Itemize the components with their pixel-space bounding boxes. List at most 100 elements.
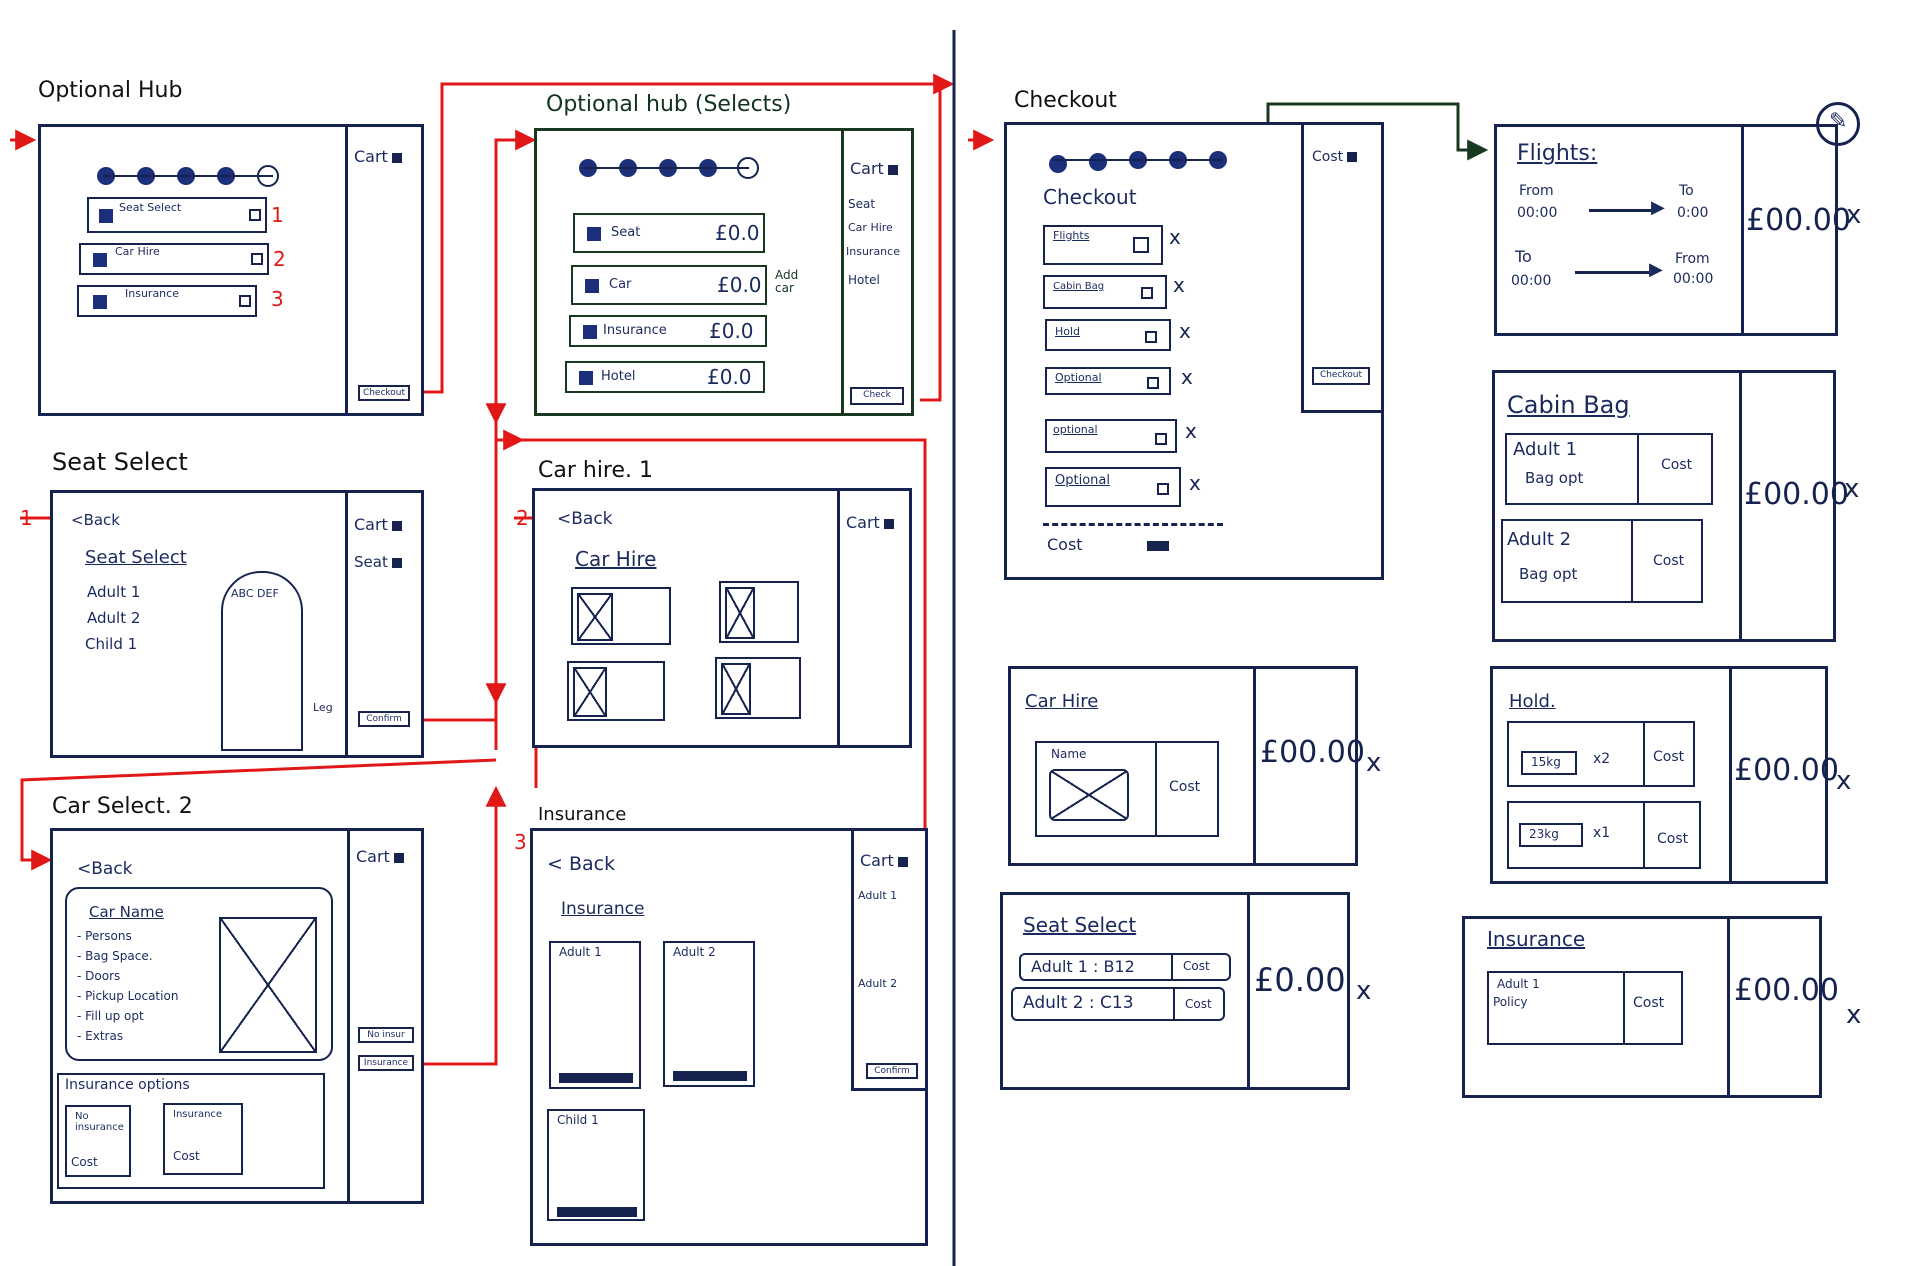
remove-icon[interactable]: x (1185, 419, 1197, 443)
select-bar[interactable] (559, 1073, 633, 1083)
confirm-button[interactable]: Confirm (866, 1063, 918, 1079)
checkout-item[interactable]: Cabin Bag (1043, 275, 1167, 309)
insurance-options-title: Insurance options (65, 1077, 190, 1093)
add-car-link[interactable]: Add car (775, 268, 799, 295)
car-option[interactable] (719, 581, 799, 643)
car-option[interactable] (567, 661, 665, 721)
qty-label: x2 (1593, 751, 1611, 767)
remove-icon[interactable]: x (1844, 474, 1860, 504)
checkout-button[interactable]: Check (850, 387, 904, 405)
checkout-item[interactable]: Optional (1045, 467, 1181, 507)
pax-insurance-card[interactable]: Adult 2 (663, 941, 755, 1087)
car-option[interactable] (715, 657, 801, 719)
checkout-item[interactable]: optional (1045, 419, 1177, 453)
checkout-title: Checkout (1014, 88, 1117, 113)
checkout-item[interactable]: Flights (1043, 225, 1163, 265)
insurance-title: Insurance (538, 804, 627, 825)
checkout-button[interactable]: Checkout (1312, 367, 1370, 385)
car-image (577, 593, 613, 641)
no-insurance-button[interactable]: No insur (358, 1027, 414, 1043)
cabin-row[interactable]: Adult 1 Bag opt Cost (1505, 433, 1713, 505)
back-link[interactable]: <Back (71, 511, 120, 529)
car-option[interactable] (571, 587, 671, 645)
cabin-row[interactable]: Adult 2 Bag opt Cost (1501, 519, 1703, 603)
seat-row[interactable]: Adult 2 : C13 Cost (1011, 987, 1225, 1021)
item-label: Seat (611, 225, 641, 240)
remove-icon[interactable]: x (1179, 319, 1191, 343)
remove-icon[interactable]: x (1189, 471, 1201, 495)
back-link[interactable]: <Back (77, 859, 133, 879)
item-icon (93, 295, 107, 309)
checkout-button[interactable]: Checkout (358, 385, 410, 401)
hub-screen: Seat Select Car Hire Insurance 1 2 3 Car… (38, 124, 424, 416)
hub2-item[interactable]: Seat £0.0 (573, 213, 765, 253)
arrow-right-icon: ▶ (1649, 259, 1663, 280)
remove-icon[interactable]: x (1366, 748, 1382, 778)
remove-icon[interactable]: x (1836, 766, 1852, 796)
checkbox[interactable] (1141, 287, 1153, 299)
car-name-label: Name (1051, 747, 1087, 761)
divider (1643, 803, 1645, 867)
checkbox[interactable] (1145, 331, 1157, 343)
pax-insurance-card[interactable]: Adult 1 (549, 941, 641, 1089)
checkbox[interactable] (239, 295, 251, 307)
bag-option: Bag opt (1525, 469, 1584, 487)
checkbox[interactable] (1133, 237, 1149, 253)
pax-row[interactable]: Adult 1 (87, 583, 141, 601)
select-bar[interactable] (557, 1207, 637, 1217)
pax-insurance-card[interactable]: Child 1 (547, 1109, 645, 1221)
cost-label: Cost (1185, 997, 1212, 1011)
hub2-item[interactable]: Car £0.0 (571, 265, 767, 305)
remove-icon[interactable]: x (1169, 225, 1181, 249)
item-icon (585, 279, 599, 293)
back-link[interactable]: < Back (547, 853, 616, 875)
price-label: £00.00 (1744, 477, 1849, 512)
remove-icon[interactable]: x (1846, 200, 1862, 230)
confirm-button[interactable]: Confirm (358, 711, 410, 727)
checkout-item[interactable]: Hold (1045, 319, 1171, 351)
pax-row[interactable]: Adult 2 (87, 609, 141, 627)
checkout-item[interactable]: Optional (1045, 367, 1171, 395)
item-price: £0.0 (707, 365, 752, 389)
cart-label: Cart (846, 513, 894, 532)
pax-row[interactable]: Child 1 (85, 635, 138, 653)
car1-heading: Car Hire (575, 547, 657, 571)
insurance-option[interactable]: No insurance Cost (65, 1105, 131, 1177)
checkout-item-label: optional (1053, 423, 1098, 436)
cost-label: Cost (1653, 749, 1685, 765)
hub2-item[interactable]: Insurance £0.0 (569, 315, 767, 347)
hold-row[interactable]: 15kg x2 Cost (1507, 721, 1695, 787)
hub-item-card[interactable]: Insurance (77, 285, 257, 317)
checkbox[interactable] (251, 253, 263, 265)
insurance-row[interactable]: Adult 1 Policy Cost (1487, 971, 1683, 1045)
cart-item: Seat (848, 197, 876, 211)
checkout-heading: Checkout (1043, 185, 1137, 209)
item-price: £0.0 (717, 273, 762, 297)
cart-sidebar: Cart Checkout (345, 127, 421, 413)
seat-map[interactable]: ABC DEF (221, 571, 303, 751)
seat-row[interactable]: Adult 1 : B12 Cost (1019, 953, 1231, 981)
hub2-item[interactable]: Hotel £0.0 (565, 361, 765, 393)
checkbox[interactable] (1155, 433, 1167, 445)
checkbox[interactable] (249, 209, 261, 221)
price-panel: £00.00 (1253, 669, 1365, 863)
hold-row[interactable]: 23kg x1 Cost (1507, 801, 1701, 869)
checkbox[interactable] (1157, 483, 1169, 495)
car-row[interactable]: Name Cost (1035, 741, 1219, 837)
remove-icon[interactable]: x (1173, 273, 1185, 297)
from-label: From (1675, 251, 1710, 267)
remove-icon[interactable]: x (1846, 1000, 1862, 1030)
insurance-option[interactable]: Insurance Cost (163, 1103, 243, 1175)
checkbox[interactable] (1147, 377, 1159, 389)
hub-item-card[interactable]: Car Hire (79, 243, 269, 275)
back-link[interactable]: <Back (557, 509, 613, 529)
pax-label: Adult 1 (1513, 439, 1578, 460)
select-bar[interactable] (673, 1071, 747, 1081)
edit-icon[interactable]: ✎ (1816, 102, 1860, 146)
from-label: From (1519, 183, 1554, 199)
remove-icon[interactable]: x (1356, 976, 1372, 1006)
remove-icon[interactable]: x (1181, 365, 1193, 389)
cart-pax: Adult 1 (858, 889, 898, 902)
hub-item-card[interactable]: Seat Select (87, 197, 267, 233)
insurance-button[interactable]: Insurance (358, 1055, 414, 1071)
